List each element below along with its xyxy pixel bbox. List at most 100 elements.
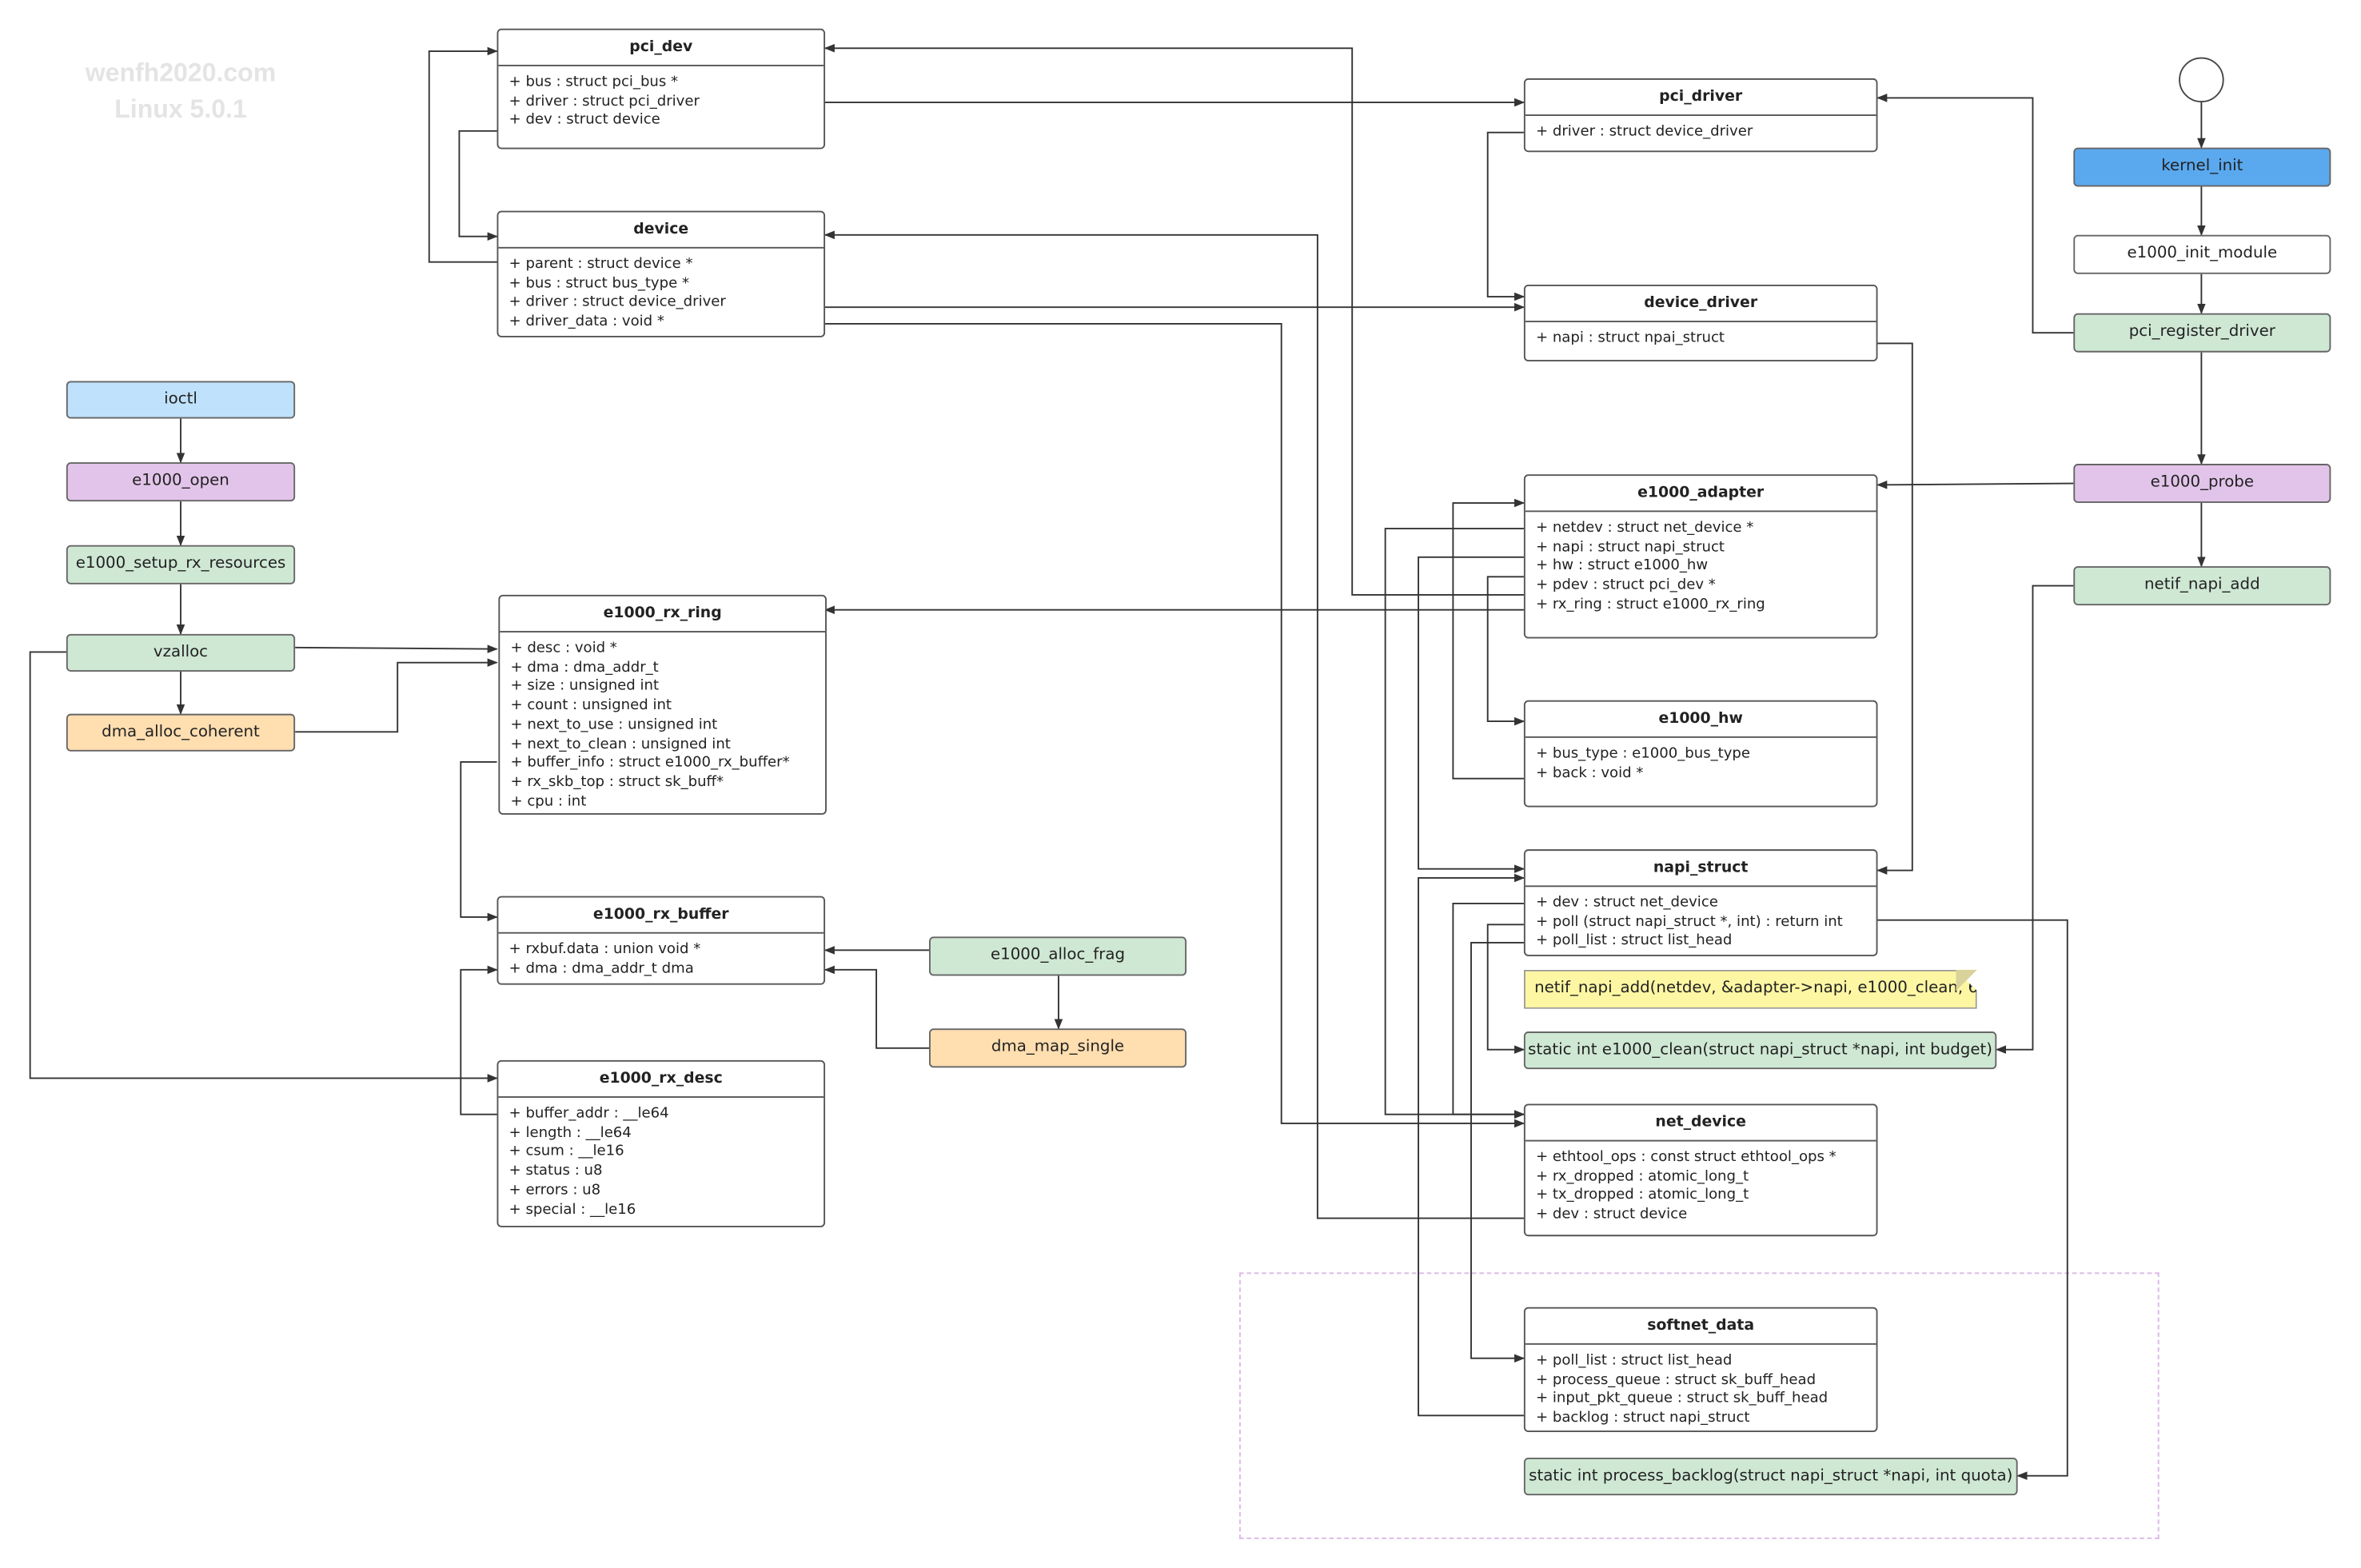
field: + parent : struct device *: [508, 256, 693, 273]
edge-register-pci-driver: [1876, 94, 2074, 334]
edge-softnet-backlog: [1418, 873, 1525, 1417]
field: + next_to_clean : unsigned int: [510, 736, 731, 752]
edge-device-driverdata: [825, 322, 1525, 1128]
edge-adapter-pdev: [824, 43, 1524, 596]
field: + bus_type : e1000_bus_type: [1535, 745, 1751, 762]
class-title: e1000_hw: [1525, 702, 1876, 738]
edge-probe-adapter: [1876, 481, 2074, 489]
edge-device-parent: [428, 46, 498, 263]
edge-devdriver-napi: [1876, 342, 1913, 875]
field: + poll_list : struct list_head: [1535, 932, 1733, 950]
node-netif-napi-add: netif_napi_add: [2073, 566, 2331, 606]
field: + rxbuf.data : union void *: [508, 941, 701, 958]
field: + rx_ring : struct e1000_rx_ring: [1535, 596, 1765, 613]
node-e1000-setup-rx-resources: e1000_setup_rx_resources: [66, 545, 296, 585]
node-pci-register-driver: pci_register_driver: [2073, 313, 2331, 353]
node-e1000-open: e1000_open: [66, 462, 296, 502]
edge-napi-polllist: [1470, 942, 1525, 1363]
edge-napi-dev: [1452, 903, 1525, 1119]
class-device: device + parent : struct device * + bus …: [497, 210, 826, 337]
field: + special : __le16: [508, 1200, 636, 1218]
node-e1000-init-module: e1000_init_module: [2073, 234, 2331, 274]
class-e1000-rx-desc: e1000_rx_desc + buffer_addr : __le64 + l…: [497, 1059, 826, 1227]
class-title: pci_dev: [498, 30, 824, 66]
field: + length : __le64: [508, 1124, 632, 1141]
node-kernel-init: kernel_init: [2073, 147, 2331, 187]
field: + dma : dma_addr_t: [510, 659, 659, 676]
field: + cpu : int: [510, 792, 587, 810]
edge-adapter-napi: [1418, 556, 1525, 873]
edge-rxdesc-buffer: [460, 965, 498, 1115]
field: + poll (struct napi_struct *, int) : ret…: [1535, 913, 1843, 931]
field: + backlog : struct napi_struct: [1535, 1409, 1750, 1426]
field: + ethtool_ops : const struct ethtool_ops…: [1535, 1148, 1837, 1166]
edge-vzalloc-rx-desc: [29, 651, 498, 1083]
field: + driver : struct device_driver: [1535, 123, 1753, 141]
class-pci-driver: pci_driver + driver : struct device_driv…: [1523, 78, 1878, 153]
edge-napi-poll: [1486, 924, 1525, 1054]
watermark-version: Linux 5.0.1: [114, 94, 247, 124]
watermark-site: wenfh2020.com: [85, 58, 277, 88]
field: + pdev : struct pci_dev *: [1535, 577, 1716, 594]
node-dma-alloc-coherent: dma_alloc_coherent: [66, 713, 296, 752]
field: + driver_data : void *: [508, 313, 664, 330]
field: + count : unsigned int: [510, 697, 672, 714]
node-vzalloc: vzalloc: [66, 633, 296, 672]
edge-rxring-buffer: [460, 761, 498, 922]
start-node: [2179, 57, 2224, 103]
class-title: device_driver: [1525, 286, 1876, 323]
class-device-driver: device_driver + napi : struct npai_struc…: [1523, 284, 1878, 361]
class-napi-struct: napi_struct + dev : struct net_device + …: [1523, 849, 1878, 956]
edge-hw-back: [1452, 498, 1525, 780]
field: + dma : dma_addr_t dma: [508, 960, 694, 977]
softirq-group-box: [1238, 1272, 2160, 1539]
edge-poll-process-backlog: [1877, 919, 2068, 1480]
edge-dma-alloc-rx-ring: [295, 658, 498, 733]
edge-adapter-hw: [1486, 576, 1525, 726]
class-title: e1000_adapter: [1525, 476, 1876, 513]
field: + process_queue : struct sk_buff_head: [1535, 1371, 1817, 1388]
field: + netdev : struct net_device *: [1535, 519, 1754, 537]
edge-adapter-netdev: [1384, 528, 1525, 1119]
class-softnet-data: softnet_data + poll_list : struct list_h…: [1523, 1307, 1878, 1433]
class-title: net_device: [1525, 1105, 1876, 1142]
edge-netdev-dev: [824, 230, 1524, 1219]
class-title: e1000_rx_buffer: [498, 897, 824, 934]
class-title: e1000_rx_desc: [498, 1062, 824, 1098]
field: + driver : struct device_driver: [508, 294, 726, 311]
class-title: napi_struct: [1525, 851, 1876, 888]
field: + driver : struct pci_driver: [508, 93, 700, 110]
watermark: wenfh2020.com Linux 5.0.1: [30, 56, 332, 128]
field: + next_to_use : unsigned int: [510, 716, 718, 733]
field: + status : u8: [508, 1163, 603, 1179]
class-title: softnet_data: [1525, 1309, 1876, 1345]
class-e1000-rx-buffer: e1000_rx_buffer + rxbuf.data : union voi…: [497, 896, 826, 985]
edge-dma-map-rx-buffer: [824, 965, 929, 1049]
field: + dev : struct device: [1535, 1206, 1688, 1223]
field: + dev : struct device: [508, 112, 660, 129]
edge-napi-add-clean: [1995, 585, 2074, 1054]
field: + csum : __le16: [508, 1143, 624, 1160]
edge-pcidriver-devdriver: [1486, 131, 1525, 301]
class-title: e1000_rx_ring: [500, 596, 826, 632]
field: + tx_dropped : atomic_long_t: [1535, 1187, 1749, 1204]
edge-pcidev-bus: [458, 130, 498, 241]
field: + errors : u8: [508, 1182, 601, 1199]
field: + bus : struct pci_bus *: [508, 74, 679, 90]
node-dma-map-single: dma_map_single: [928, 1028, 1187, 1068]
node-process-backlog: static int process_backlog(struct napi_s…: [1523, 1458, 2018, 1496]
note-fold: [1956, 969, 1977, 991]
class-net-device: net_device + ethtool_ops : const struct …: [1523, 1103, 1878, 1237]
node-e1000-probe: e1000_probe: [2073, 464, 2331, 504]
field: + input_pkt_queue : struct sk_buff_head: [1535, 1390, 1829, 1407]
class-e1000-adapter: e1000_adapter + netdev : struct net_devi…: [1523, 474, 1878, 639]
class-title: device: [498, 213, 824, 249]
field: + rx_skb_top : struct sk_buff*: [510, 773, 724, 791]
note-netif-napi-add: netif_napi_add(netdev, &adapter->napi, e…: [1524, 970, 1977, 1009]
class-e1000-hw: e1000_hw + bus_type : e1000_bus_type + b…: [1523, 700, 1878, 808]
class-title: pci_driver: [1525, 80, 1876, 117]
node-e1000-clean: static int e1000_clean(struct napi_struc…: [1523, 1031, 1997, 1070]
field: + back : void *: [1535, 764, 1644, 781]
